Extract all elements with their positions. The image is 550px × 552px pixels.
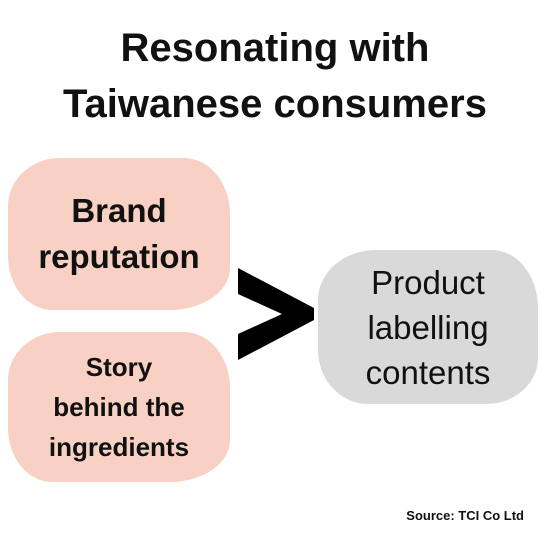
greater-than-shape (238, 268, 314, 360)
story-ingredients-line-1: Story (85, 352, 153, 382)
brand-reputation-box: Brand reputation (8, 158, 230, 310)
product-labelling-label: Product labelling contents (366, 260, 491, 395)
title-line-2: Taiwanese consumers (63, 82, 487, 126)
greater-than-icon (238, 268, 314, 360)
story-ingredients-label: Story behind the ingredients (49, 347, 189, 467)
story-ingredients-line-3: ingredients (48, 432, 190, 462)
product-labelling-box: Product labelling contents (318, 250, 538, 404)
product-labelling-line-2: labelling (367, 308, 489, 346)
story-ingredients-box: Story behind the ingredients (8, 332, 230, 482)
product-labelling-line-1: Product (371, 263, 485, 301)
brand-reputation-line-2: reputation (38, 238, 200, 275)
title-line-1: Resonating with (120, 26, 430, 70)
brand-reputation-label: Brand reputation (38, 188, 199, 280)
product-labelling-line-3: contents (365, 353, 491, 391)
story-ingredients-line-2: behind the (53, 392, 185, 422)
brand-reputation-line-1: Brand (71, 192, 167, 229)
source-credit: Source: TCI Co Ltd (406, 508, 524, 523)
page-title: Resonating with Taiwanese consumers (0, 20, 550, 132)
